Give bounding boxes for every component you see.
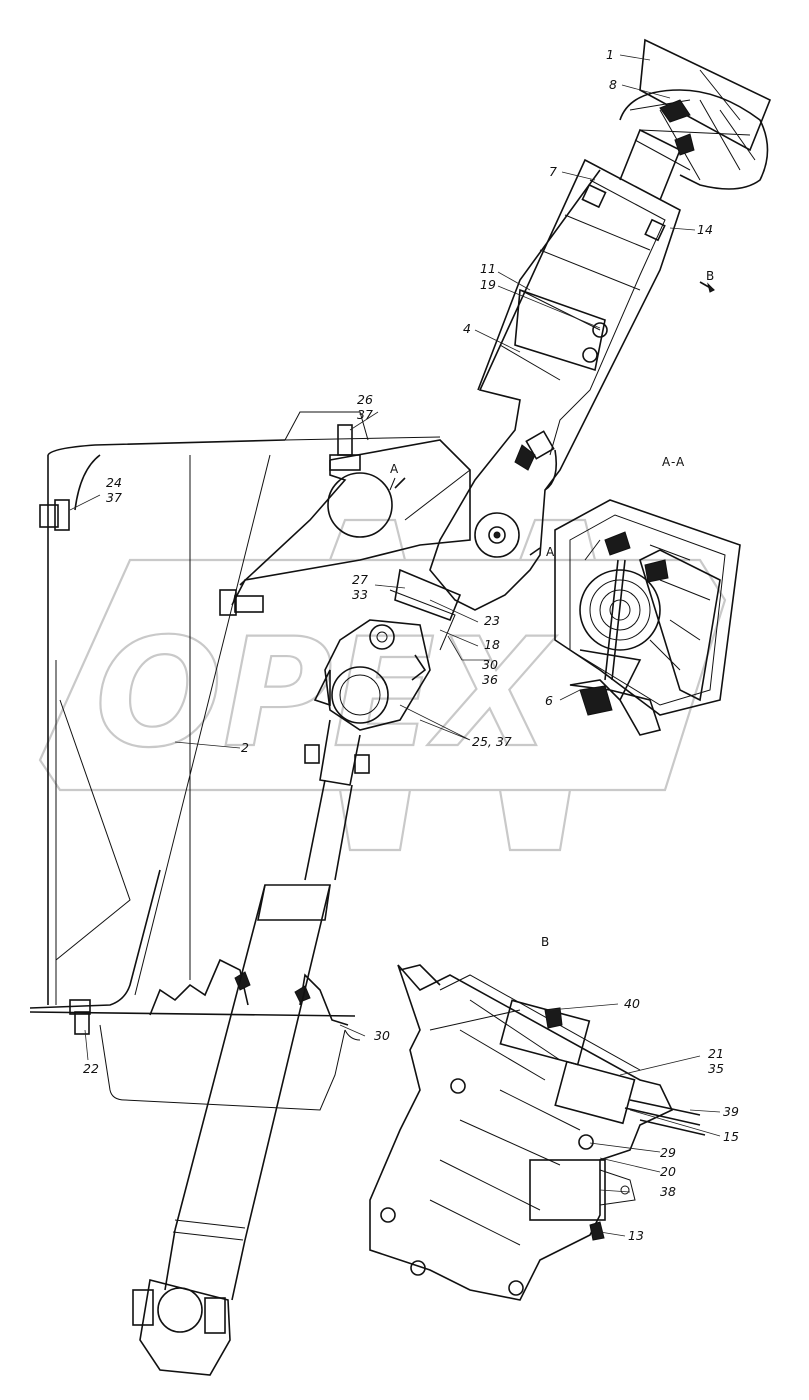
callout-15: 15 — [723, 1129, 739, 1144]
intermediate-shaft — [132, 568, 462, 1376]
callout-37-upper: 37 — [357, 407, 373, 422]
watermark: OPEX — [38, 518, 727, 852]
leader-lines — [69, 54, 721, 1237]
callout-1: 1 — [606, 47, 614, 62]
section-marker-a-lower: A — [546, 545, 555, 559]
callout-40: 40 — [624, 996, 640, 1011]
callout-29: 29 — [660, 1145, 676, 1160]
callout-2: 2 — [241, 740, 249, 755]
column-bracket — [219, 424, 520, 616]
callout-30-lower: 30 — [374, 1028, 390, 1043]
callout-13: 13 — [628, 1228, 644, 1243]
callout-7: 7 — [549, 164, 557, 179]
section-aa-title: A-A — [662, 455, 685, 469]
callout-30-upper: 30 — [482, 657, 498, 672]
callout-23: 23 — [484, 613, 500, 628]
callout-27: 27 — [352, 572, 368, 587]
callout-6: 6 — [545, 693, 553, 708]
callout-35: 35 — [708, 1061, 724, 1076]
section-aa — [554, 499, 741, 736]
callout-18: 18 — [484, 637, 500, 652]
watermark-text: OPEX — [95, 607, 557, 781]
callout-8: 8 — [609, 77, 617, 92]
steering-wheel-hub — [619, 38, 772, 190]
view-b-arrow-label: B — [706, 269, 715, 283]
callout-4: 4 — [463, 321, 471, 336]
section-marker-a-upper: A — [390, 462, 399, 476]
callout-25-37: 25, 37 — [472, 734, 512, 749]
view-b — [369, 964, 706, 1301]
callout-21: 21 — [708, 1046, 724, 1061]
callouts: 1 8 7 14 11 19 4 26 37 24 37 27 33 23 18… — [83, 47, 739, 1243]
callout-39: 39 — [723, 1104, 739, 1119]
upper-column-housing — [429, 128, 682, 611]
callout-19: 19 — [480, 277, 496, 292]
callout-33: 33 — [352, 587, 368, 602]
callout-20: 20 — [660, 1164, 676, 1179]
callout-24: 24 — [106, 475, 122, 490]
callout-36: 36 — [482, 672, 498, 687]
callout-22: 22 — [83, 1061, 99, 1076]
section-markers: A A B A-A B — [390, 269, 715, 949]
callout-14: 14 — [697, 222, 713, 237]
view-b-title: B — [541, 935, 550, 949]
callout-26: 26 — [357, 392, 373, 407]
callout-11: 11 — [480, 261, 496, 276]
callout-37-left: 37 — [106, 490, 122, 505]
callout-38: 38 — [660, 1184, 676, 1199]
